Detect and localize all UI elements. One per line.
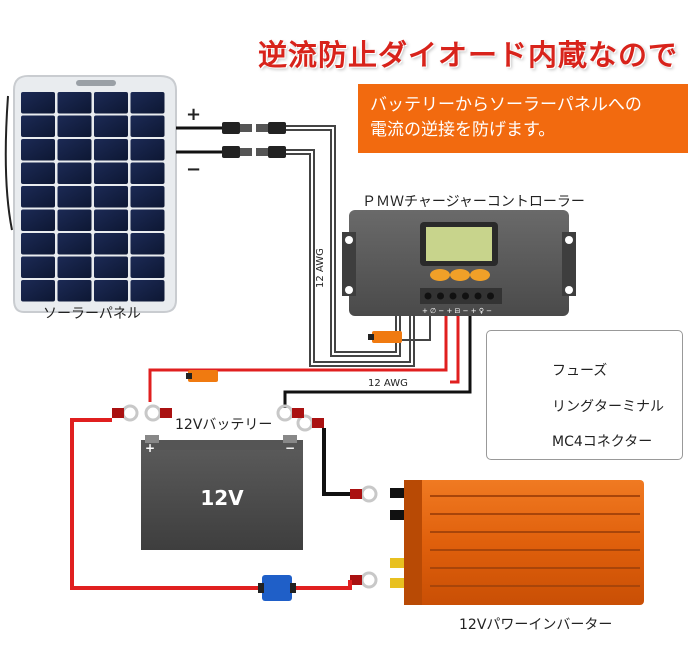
solar-cell <box>57 139 92 161</box>
solar-cell <box>94 139 128 161</box>
pwm-controller <box>342 210 576 316</box>
solar-panel-label: ソーラーパネル <box>43 306 141 322</box>
legend-box <box>486 330 683 460</box>
solar-cell <box>21 92 55 114</box>
mc4-connector-negative <box>222 146 286 158</box>
solar-cell <box>130 139 165 161</box>
fuse-battery-line <box>186 370 218 382</box>
solar-cell <box>94 186 128 208</box>
legend-label-mc4-connector: MC4コネクター <box>552 434 653 450</box>
battery-minus-sign: − <box>285 441 295 455</box>
solar-cell <box>94 209 128 231</box>
fuse-solar-line <box>368 331 402 343</box>
solar-cell <box>130 115 165 137</box>
controller-terminal <box>474 292 482 300</box>
legend-label-ring-terminal: リングターミナル <box>552 399 664 415</box>
headline: 逆流防止ダイオード内蔵なので <box>258 38 679 72</box>
solar-cell <box>130 162 165 184</box>
solar-cell <box>57 256 92 278</box>
battery-label: 12Vバッテリー <box>175 417 273 433</box>
solar-cell <box>21 186 55 208</box>
solar-cell <box>130 92 165 114</box>
inverter-label: 12Vパワーインバーター <box>459 617 613 633</box>
battery <box>141 435 303 550</box>
notice-box: バッテリーからソーラーパネルへの 電流の逆接を防げます。 <box>358 84 688 153</box>
wire-label-vertical: 12 AWG <box>315 248 326 288</box>
solar-cell <box>57 209 92 231</box>
solar-cell <box>94 256 128 278</box>
controller-terminal <box>449 292 457 300</box>
solar-cell <box>57 162 92 184</box>
panel-plus-sign: + <box>186 104 201 125</box>
solar-cell <box>94 162 128 184</box>
solar-cell <box>130 280 165 302</box>
notice-line-2: 電流の逆接を防げます。 <box>370 120 556 140</box>
solar-cell <box>94 92 128 114</box>
solar-cell <box>57 115 92 137</box>
controller-terminal-marks: + ∅ − + ⊟ − + ♀ − <box>422 307 492 315</box>
solar-cell <box>21 162 55 184</box>
solar-cell <box>21 280 55 302</box>
power-inverter <box>390 480 644 605</box>
controller-terminal <box>487 292 494 300</box>
solar-cell <box>21 256 55 278</box>
wire-label-horizontal: 12 AWG <box>368 378 408 389</box>
solar-cell <box>94 115 128 137</box>
solar-cell <box>130 233 165 255</box>
solar-cell <box>21 139 55 161</box>
solar-cell <box>21 209 55 231</box>
fuse-inverter-line <box>258 575 296 601</box>
mc4-connector-positive <box>222 122 286 134</box>
solar-cell <box>57 92 92 114</box>
solar-cell <box>94 280 128 302</box>
panel-minus-sign: − <box>186 159 201 180</box>
controller-label: ＰＭＷチャージャーコントローラー <box>362 194 585 210</box>
controller-terminal <box>424 292 432 300</box>
solar-cell <box>57 233 92 255</box>
solar-cell <box>130 186 165 208</box>
notice-line-1: バッテリーからソーラーパネルへの <box>370 95 642 115</box>
battery-face-text: 12V <box>200 486 244 510</box>
battery-plus-sign: + <box>145 441 155 455</box>
solar-cell <box>21 115 55 137</box>
solar-cell <box>21 233 55 255</box>
solar-cell <box>57 280 92 302</box>
controller-terminal <box>437 292 444 300</box>
solar-cell <box>130 256 165 278</box>
solar-panel <box>4 74 177 313</box>
controller-terminal <box>462 292 469 300</box>
legend-label-fuse: フューズ <box>552 363 608 379</box>
solar-cell <box>57 186 92 208</box>
solar-cell <box>130 209 165 231</box>
solar-cell <box>94 233 128 255</box>
